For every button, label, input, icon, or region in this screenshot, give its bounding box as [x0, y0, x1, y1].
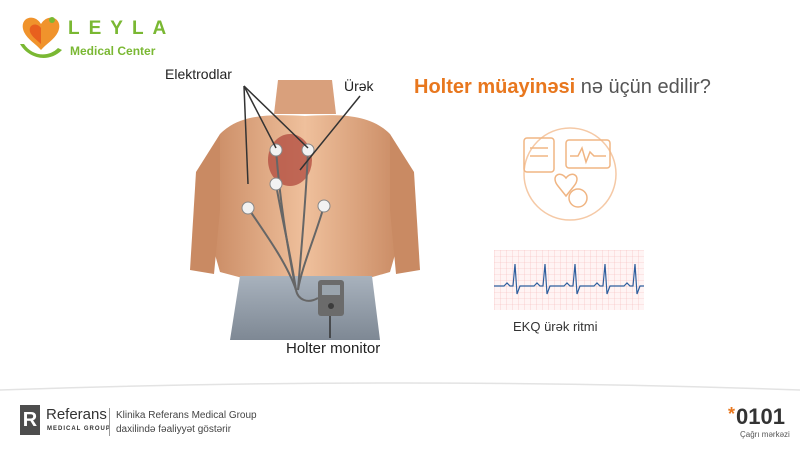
phone-number: 0101	[736, 404, 785, 429]
heart-hand-logo-icon	[20, 17, 62, 58]
headline-accent: Holter müayinəsi	[414, 76, 576, 98]
label-electrodes: Elektrodlar	[165, 66, 232, 82]
left-arm	[190, 134, 220, 274]
call-center-number[interactable]: *0101	[728, 404, 785, 430]
leyla-logo[interactable]: LEYLA Medical Center	[16, 12, 196, 66]
referans-description-line1: Klinika Referans Medical Group	[116, 410, 257, 421]
torso-illustration	[190, 80, 420, 340]
electrode	[317, 199, 331, 213]
phone-star: *	[728, 404, 736, 424]
electrode	[241, 201, 255, 215]
label-heart: Ürək	[344, 78, 374, 94]
electrode	[269, 177, 283, 191]
right-arm	[390, 134, 420, 274]
electrode	[301, 143, 315, 157]
neck	[274, 80, 336, 114]
referans-brand[interactable]: Referans	[46, 406, 107, 423]
footer-divider	[0, 382, 800, 391]
electrode	[269, 143, 283, 157]
label-holter-monitor: Holter monitor	[286, 340, 381, 357]
logo-subtitle: Medical Center	[70, 44, 156, 58]
medical-devices-icon	[523, 127, 617, 221]
call-center-caption: Çağrı mərkəzi	[740, 430, 790, 439]
headline-rest: nə üçün edilir?	[575, 76, 711, 98]
ecg-caption: EKQ ürək ritmi	[513, 319, 598, 334]
headline: Holter müayinəsi nə üçün edilir?	[414, 76, 711, 99]
referans-description-line2: daxilində fəaliyyət göstərir	[116, 424, 232, 435]
footer-separator	[109, 408, 110, 436]
ecg-strip-icon	[494, 250, 644, 310]
logo-brand: LEYLA	[68, 18, 176, 39]
referans-logo-mark: R	[20, 405, 40, 435]
referans-subtitle: MEDICAL GROUP	[47, 426, 111, 432]
